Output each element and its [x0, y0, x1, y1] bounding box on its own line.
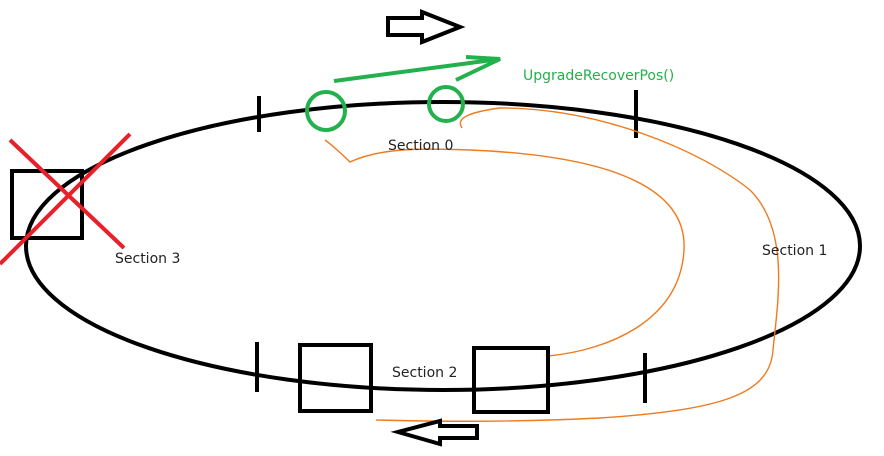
- carrier-box: [472, 346, 550, 414]
- cross-icon: [0, 132, 132, 266]
- carrier-box-removed: [10, 169, 84, 240]
- recover-position-marker: [427, 85, 465, 123]
- section-2-label: Section 2: [392, 365, 457, 381]
- arrow-right-icon: [386, 9, 466, 45]
- carrier-box: [298, 343, 373, 413]
- function-label: UpgradeRecoverPos(): [523, 68, 674, 84]
- recover-position-marker: [305, 90, 347, 132]
- upgrade-arrow-head: [455, 55, 501, 82]
- ring-track: [24, 100, 862, 392]
- section-3-label: Section 3: [115, 251, 180, 267]
- upgrade-arrow-shaft: [333, 57, 501, 83]
- section-0-label: Section 0: [388, 138, 453, 154]
- recovery-path-inner: [324, 139, 685, 357]
- arrow-left-icon: [390, 418, 479, 447]
- recovery-path-outer: [375, 107, 780, 422]
- section-1-label: Section 1: [762, 243, 827, 259]
